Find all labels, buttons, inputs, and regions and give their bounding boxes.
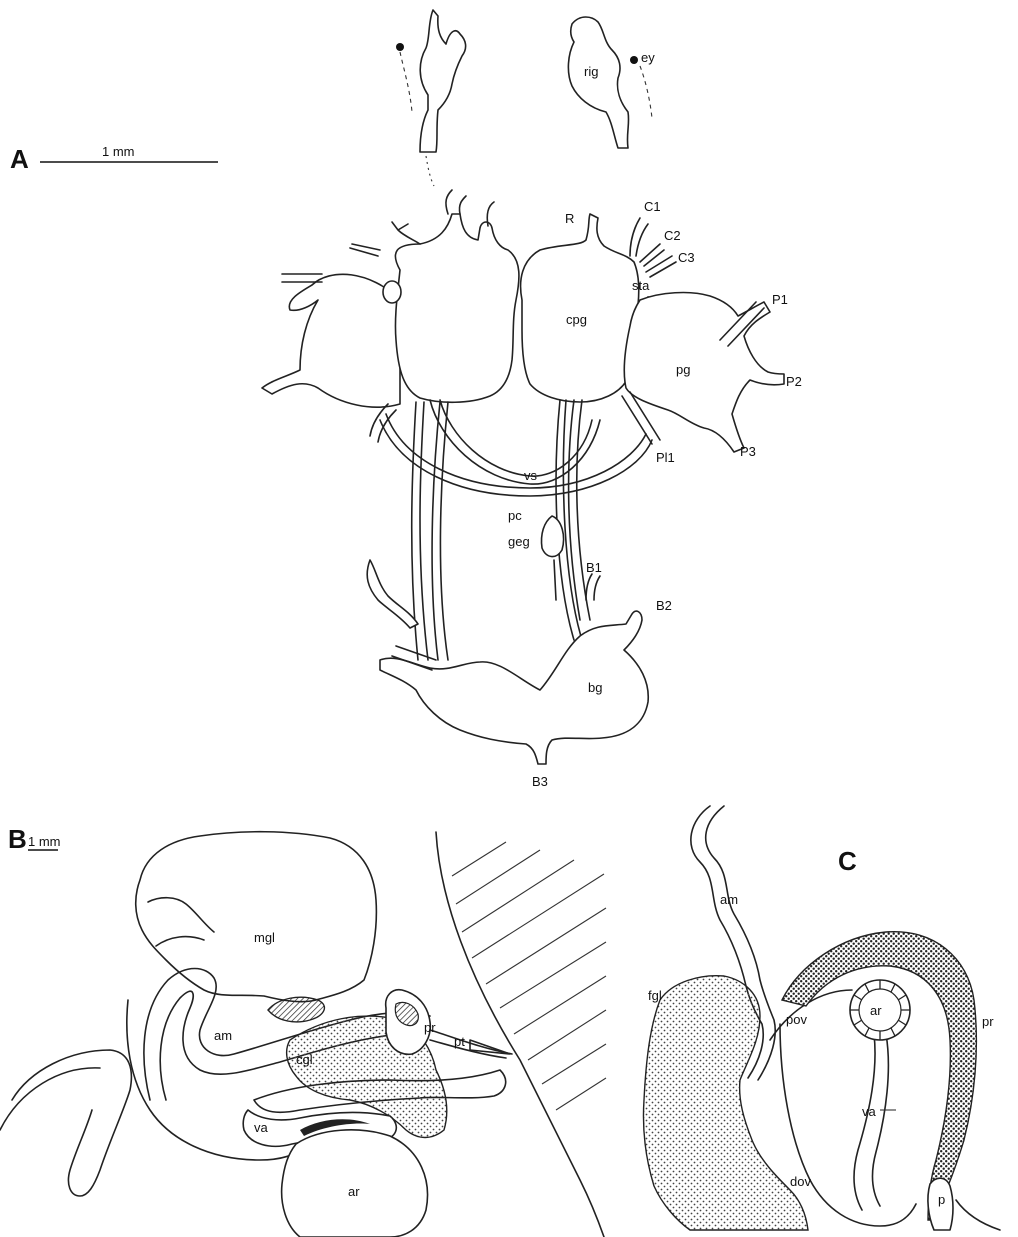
left-statocyst <box>383 281 401 303</box>
label-pl1: Pl1 <box>656 450 675 465</box>
label-ar-c: ar <box>870 1003 882 1018</box>
label-pov: pov <box>786 1012 807 1027</box>
label-pt: pt <box>454 1034 465 1049</box>
label-geg: geg <box>508 534 530 549</box>
label-c1: C1 <box>644 199 661 214</box>
label-am-c: am <box>720 892 738 907</box>
vagina-duct <box>854 1034 888 1210</box>
label-p1: P1 <box>772 292 788 307</box>
label-p: p <box>938 1192 945 1207</box>
label-fgl: fgl <box>648 988 662 1003</box>
label-bg: bg <box>588 680 602 695</box>
label-c2: C2 <box>664 228 681 243</box>
female-gland <box>643 976 808 1230</box>
receptaculum-c: ar <box>850 980 910 1040</box>
panel-a-letter: A <box>10 144 29 174</box>
panel-a: A 1 mm rig ey <box>10 10 802 789</box>
panel-b: B 1 mm mgl am <box>0 824 606 1237</box>
label-b1: B1 <box>586 560 602 575</box>
gastro-oesophageal-ganglion <box>541 516 563 557</box>
label-rig: rig <box>584 64 598 79</box>
right-cerebral-ganglion <box>521 214 639 402</box>
label-dov: dov <box>790 1174 811 1189</box>
label-ey: ey <box>641 50 655 65</box>
left-rhinophore-ganglion <box>396 10 466 186</box>
label-pr: pr <box>424 1020 436 1035</box>
oviduct-outline <box>780 1024 916 1226</box>
label-b3: B3 <box>532 774 548 789</box>
label-p3: P3 <box>740 444 756 459</box>
visceral-commissure <box>430 400 600 484</box>
label-vs: vs <box>524 468 538 483</box>
label-c3: C3 <box>678 250 695 265</box>
hatched-gland <box>268 997 324 1022</box>
right-eye-dot <box>630 56 638 64</box>
panel-c-letter: C <box>838 846 857 876</box>
label-r: R <box>565 211 574 226</box>
scale-bar-b-label: 1 mm <box>28 834 61 849</box>
label-ar-b: ar <box>348 1184 360 1199</box>
label-va: va <box>254 1120 269 1135</box>
label-sta: sta <box>632 278 650 293</box>
left-cerebral-ganglion <box>395 214 519 402</box>
panel-b-letter: B <box>8 824 27 854</box>
label-pc: pc <box>508 508 522 523</box>
panel-c: C am fgl pov dov pr p va ar <box>643 806 1000 1230</box>
scale-bar-a-label: 1 mm <box>102 144 135 159</box>
label-mgl: mgl <box>254 930 275 945</box>
label-b2: B2 <box>656 598 672 613</box>
prostate-band <box>782 932 976 1220</box>
label-cpg: cpg <box>566 312 587 327</box>
cerebropleural-ganglia: cpg R C1 C2 C3 sta P1 pg P2 P3 Pl1 <box>262 190 802 465</box>
label-cgl: cgl <box>296 1052 313 1067</box>
left-pedal-ganglion <box>262 274 400 407</box>
label-pg: pg <box>676 362 690 377</box>
label-va-c: va <box>862 1104 877 1119</box>
buccal-ganglia <box>380 611 648 764</box>
left-eye-dot <box>396 43 404 51</box>
label-pr-c: pr <box>982 1014 994 1029</box>
label-p2: P2 <box>786 374 802 389</box>
label-am: am <box>214 1028 232 1043</box>
right-rhinophore-ganglion: rig ey <box>568 17 655 148</box>
right-pedal-ganglion <box>624 293 784 452</box>
